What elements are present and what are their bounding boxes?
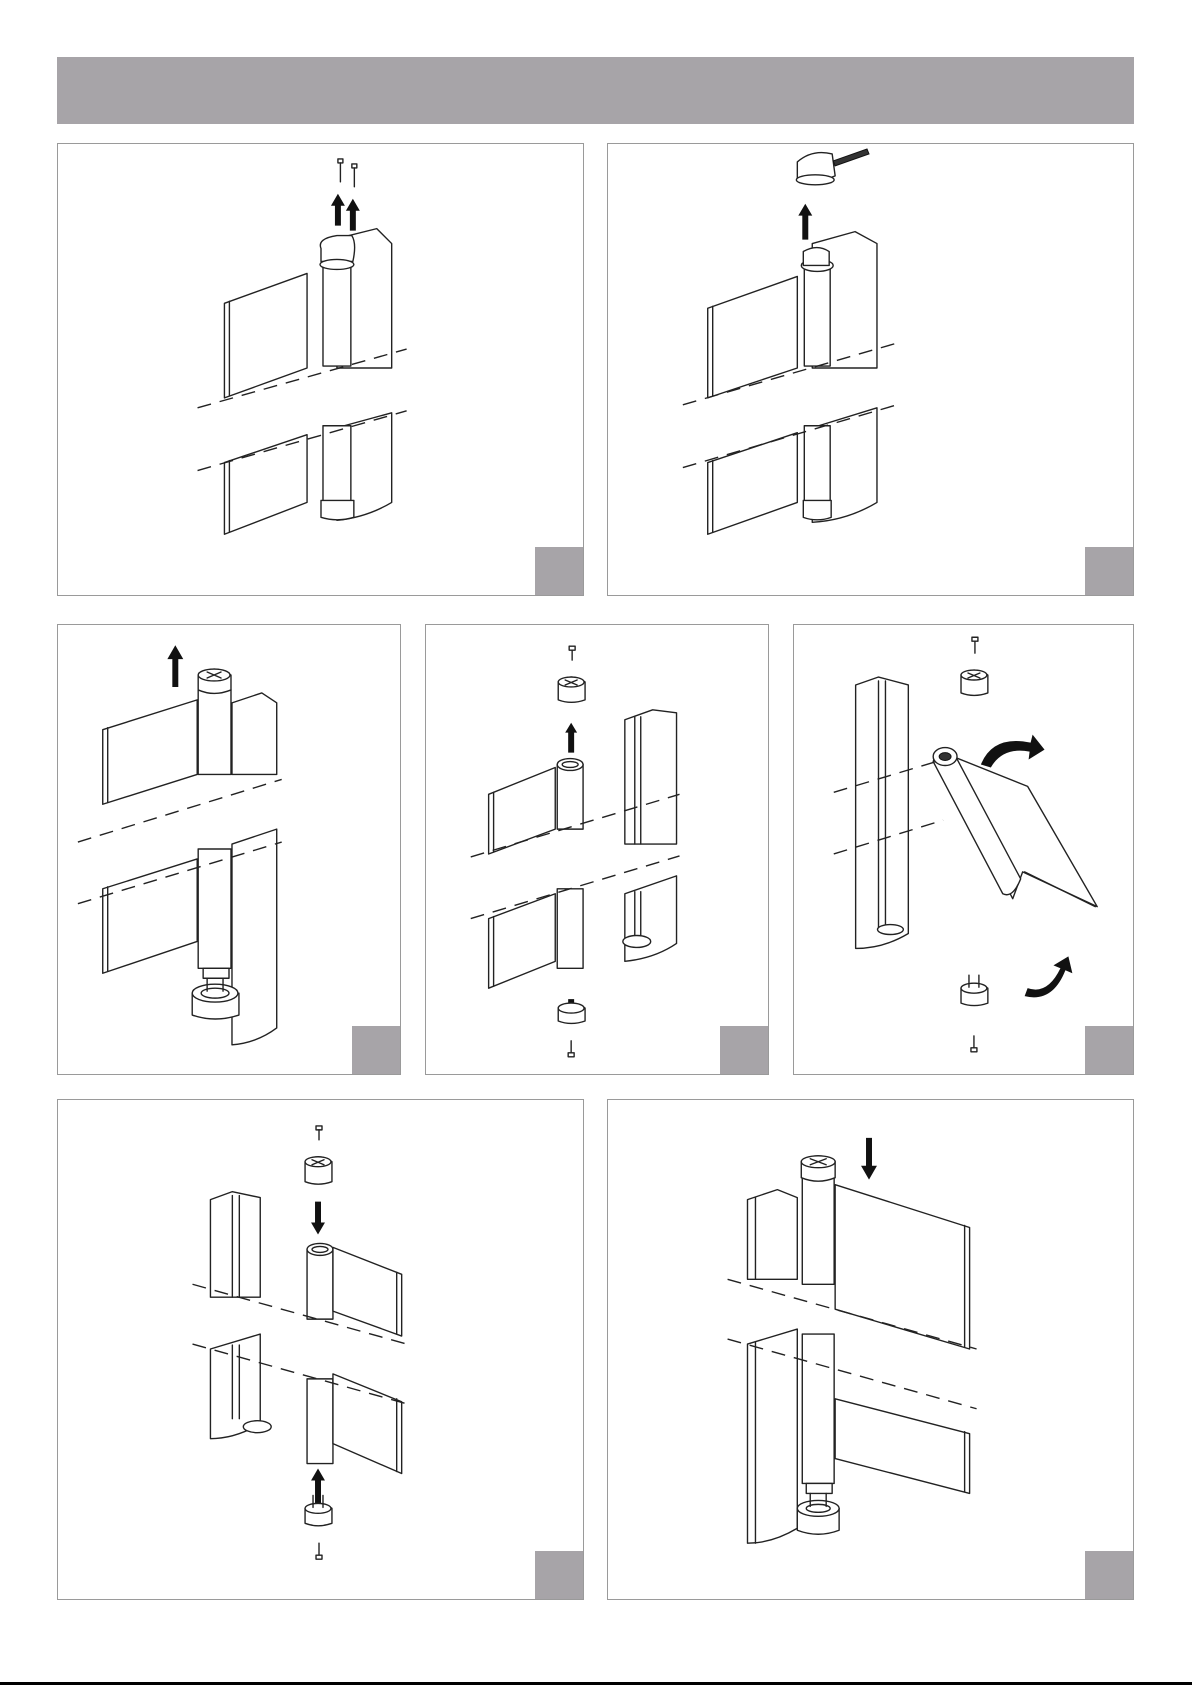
step-number-badge [720, 1026, 768, 1074]
screw-icon [972, 637, 978, 653]
screw-icon [352, 164, 357, 187]
rotate-arrow-icon [981, 735, 1045, 768]
illustration-refit-pivot-bushings [58, 1100, 583, 1599]
arrow-up-icon [798, 204, 812, 240]
step-panel-3 [57, 624, 401, 1075]
screw-icon [316, 1543, 322, 1559]
illustration-lift-top-cap [608, 144, 1133, 595]
arrow-up-icon [346, 199, 360, 231]
illustration-lift-door-off [58, 625, 400, 1074]
step-number-badge [352, 1026, 400, 1074]
screw-icon [569, 646, 575, 660]
pivot-bushing-icon [198, 669, 231, 693]
rotate-arrow-icon [1025, 956, 1073, 997]
step-number-badge [535, 1551, 583, 1599]
illustration-reverse-door [794, 625, 1133, 1074]
illustration-reinstall-door [608, 1100, 1133, 1599]
pivot-bushing-icon [558, 677, 585, 702]
step-panel-7 [607, 1099, 1134, 1600]
screw-icon [568, 1041, 574, 1057]
pivot-bushing-icon [797, 1483, 839, 1534]
illustration-remove-pivot-bushings [426, 625, 768, 1074]
arrow-down-icon [861, 1138, 877, 1180]
step-panel-5 [793, 624, 1134, 1075]
step-number-badge [535, 547, 583, 595]
pivot-bushing-icon [961, 670, 988, 695]
illustration-remove-top-screws [58, 144, 583, 595]
arrow-up-icon [331, 194, 345, 226]
pivot-bushing-icon [801, 1156, 835, 1181]
pivot-bushing-icon [961, 975, 988, 1005]
step-number-badge [1085, 1026, 1133, 1074]
header-bar [57, 57, 1134, 124]
screw-icon [338, 159, 343, 182]
pivot-bushing-icon [558, 1003, 585, 1023]
top-cap-icon [796, 149, 869, 185]
step-number-badge [1085, 1551, 1133, 1599]
step-panel-4 [425, 624, 769, 1075]
arrow-down-icon [311, 1202, 325, 1235]
screw-icon [971, 1036, 977, 1052]
step-panel-1 [57, 143, 584, 596]
step-panel-6 [57, 1099, 584, 1600]
arrow-up-icon [565, 723, 577, 753]
step-number-badge [1085, 547, 1133, 595]
pivot-bushing-icon [305, 1157, 332, 1184]
step-panel-2 [607, 143, 1134, 596]
screw-icon [316, 1126, 322, 1140]
arrow-up-icon [167, 645, 183, 687]
